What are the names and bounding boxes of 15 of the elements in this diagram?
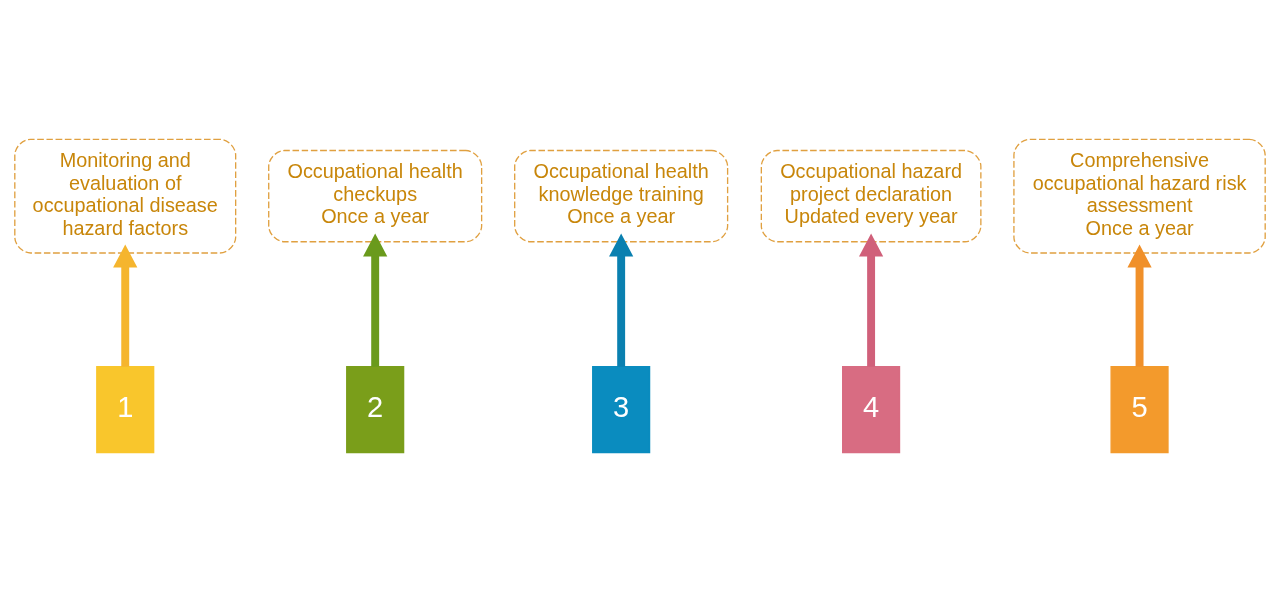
node-box: Monitoring and evaluation of occupational disease hazard factors bbox=[14, 138, 237, 254]
node-box: 5 bbox=[1110, 365, 1169, 453]
node-box: 3 bbox=[592, 365, 651, 453]
node-box: 4 bbox=[842, 365, 901, 453]
node-box: Comprehensive occupational hazard risk assessment Once a year bbox=[1013, 138, 1266, 254]
arrow bbox=[609, 232, 634, 367]
arrow bbox=[858, 232, 884, 367]
node-box: Occupational health knowledge training Once a year bbox=[514, 149, 729, 242]
node-box: Occupational hazard project declaration Updated every year bbox=[760, 149, 982, 242]
node-box: 1 bbox=[96, 365, 155, 453]
node-box: 2 bbox=[346, 365, 405, 453]
node-box: Occupational health checkups Once a year bbox=[268, 149, 483, 242]
arrow bbox=[363, 232, 388, 367]
arrow bbox=[1127, 244, 1152, 367]
arrow bbox=[113, 244, 138, 367]
